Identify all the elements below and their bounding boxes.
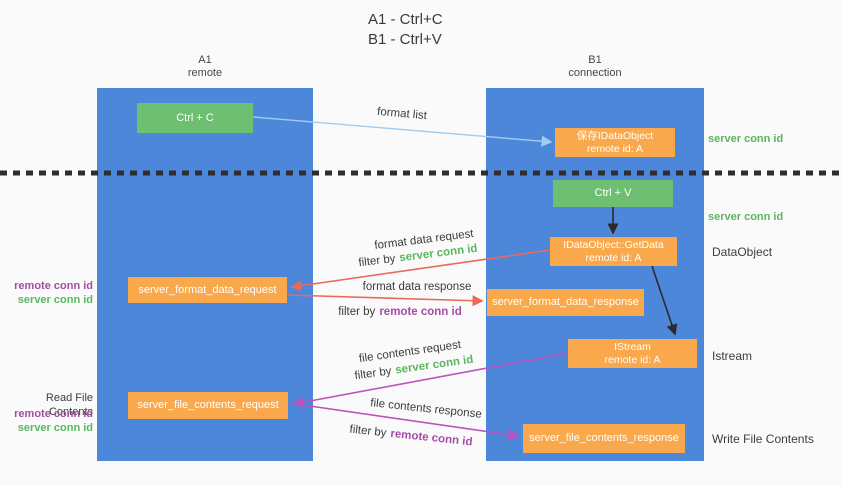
remote-conn-id-annotation-1: remote conn id xyxy=(14,280,93,292)
node-format-request-label: server_format_data_request xyxy=(138,283,277,296)
column-b-role: connection xyxy=(568,67,622,79)
server-conn-id-annotation-top: server conn id xyxy=(708,133,784,145)
diagram-title: A1 - Ctrl+C B1 - Ctrl+V xyxy=(368,10,443,50)
column-b-header: B1 connection xyxy=(535,54,655,80)
node-getdata-line1: IDataObject::GetData xyxy=(563,238,664,251)
diagram-title-line2: B1 - Ctrl+V xyxy=(368,31,442,48)
node-istream-line1: IStream xyxy=(614,340,651,353)
format-list-label: format list xyxy=(376,105,428,123)
format-request-conn-ids: remote conn id server conn id xyxy=(0,279,93,307)
server-conn-id-annotation-1: server conn id xyxy=(17,294,93,306)
node-istream: IStream remote id: A xyxy=(568,339,697,368)
dataobject-annotation: DataObject xyxy=(712,245,773,259)
remote-conn-id-annotation-2: remote conn id xyxy=(14,408,93,420)
column-b-name: B1 xyxy=(588,54,602,66)
istream-annotation: Istream xyxy=(712,349,753,363)
node-format-request: server_format_data_request xyxy=(128,277,287,303)
format-data-response-arrow xyxy=(286,294,484,307)
filter-by-text: filter by xyxy=(357,252,397,270)
format-data-response-label: format data response xyxy=(362,281,472,293)
node-ctrl-c: Ctrl + C xyxy=(137,103,253,133)
node-ctrl-c-label: Ctrl + C xyxy=(176,111,214,124)
node-file-request-label: server_file_contents_request xyxy=(137,399,279,411)
node-getdata: IDataObject::GetData remote id: A xyxy=(550,237,677,266)
node-ctrl-v: Ctrl + V xyxy=(553,180,673,207)
filter-by-text: filter by xyxy=(348,423,388,440)
node-istream-line2: remote id: A xyxy=(604,353,661,366)
diagram-title-line1: A1 - Ctrl+C xyxy=(368,11,443,28)
node-save-dataobject-line2: remote id: A xyxy=(586,142,644,155)
read-file-contents-annotation: Read File Contents xyxy=(45,392,93,418)
filter-by-text: filter by xyxy=(353,365,393,383)
remote-conn-id-text: remote conn id xyxy=(389,427,474,449)
server-conn-id-annotation-mid: server conn id xyxy=(708,211,784,223)
column-a-header: A1 remote xyxy=(145,54,265,80)
node-getdata-line2: remote id: A xyxy=(585,251,642,264)
node-save-dataobject-line1: 保存IDataObject xyxy=(576,129,654,142)
server-conn-id-annotation-2: server conn id xyxy=(17,422,93,434)
node-file-response-label: server_file_contents_response xyxy=(529,432,679,444)
write-file-contents-annotation: Write File Contents xyxy=(712,432,814,446)
file-contents-response-label: file contents response xyxy=(369,397,483,421)
column-a-name: A1 xyxy=(198,54,212,66)
filter-by-text: filter by xyxy=(338,306,376,318)
node-file-response: server_file_contents_response xyxy=(523,424,685,453)
node-format-response: server_format_data_response xyxy=(487,289,644,316)
remote-conn-id-text: remote conn id xyxy=(379,306,462,318)
node-format-response-label: server_format_data_response xyxy=(492,296,639,308)
column-a-role: remote xyxy=(187,67,223,79)
file-request-conn-ids: remote conn id server conn id xyxy=(0,407,93,435)
node-save-dataobject: 保存IDataObject remote id: A xyxy=(555,128,675,157)
node-ctrl-v-label: Ctrl + V xyxy=(594,187,632,199)
node-file-request: server_file_contents_request xyxy=(128,392,288,419)
